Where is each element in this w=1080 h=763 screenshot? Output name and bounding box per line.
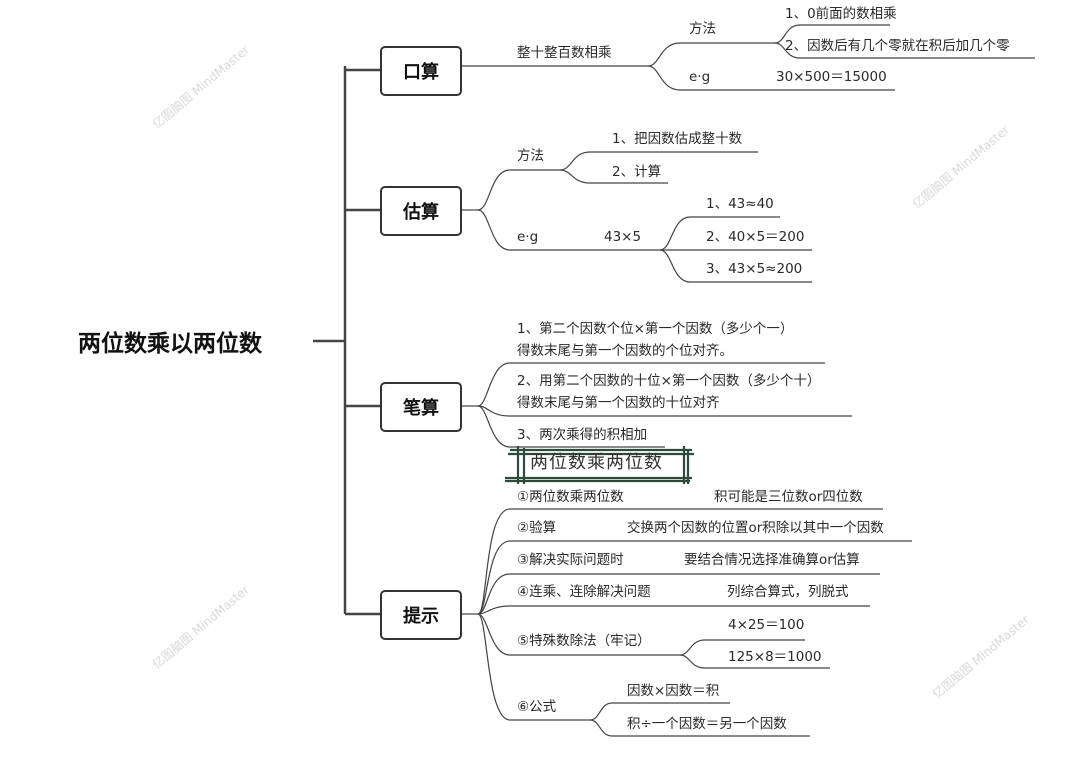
branch-bisuan: 笔算 xyxy=(380,382,462,432)
node-leaf: 1、第二个因数个位×第一个因数（多少个一） xyxy=(517,321,794,337)
node-leaf: 列综合算式，列脱式 xyxy=(727,584,849,600)
node-leaf: ③解决实际问题时 xyxy=(517,552,624,568)
node-leaf: 要结合情况选择准确算or估算 xyxy=(684,552,860,568)
root-topic: 两位数乘以两位数 xyxy=(78,331,262,357)
node-leaf: 得数末尾与第一个因数的个位对齐。 xyxy=(517,343,733,359)
node-leaf: 得数末尾与第一个因数的十位对齐 xyxy=(517,395,720,411)
branch-tishi: 提示 xyxy=(380,590,462,640)
node-leaf: 30×500＝15000 xyxy=(776,69,887,85)
node-method: 方法 xyxy=(517,148,544,164)
node-leaf: 1、0前面的数相乘 xyxy=(785,6,897,22)
node-leaf: ②验算 xyxy=(517,520,557,536)
node-eg-expr: 43×5 xyxy=(604,229,642,245)
node-leaf: 3、两次乘得的积相加 xyxy=(517,427,648,443)
handwritten-annotation: 两位数乘两位数 xyxy=(530,452,663,473)
node-leaf: ⑤特殊数除法（牢记） xyxy=(517,633,651,649)
node-leaf: 125×8＝1000 xyxy=(728,649,822,665)
node-leaf: 3、43×5≈200 xyxy=(706,261,803,277)
node-leaf: 积÷一个因数＝另一个因数 xyxy=(627,716,787,732)
node-topic: 整十整百数相乘 xyxy=(517,45,612,61)
node-eg: e·g xyxy=(517,229,539,245)
node-eg: e·g xyxy=(689,69,711,85)
node-leaf: 1、43≈40 xyxy=(706,196,774,212)
node-leaf: ①两位数乘两位数 xyxy=(517,489,624,505)
node-leaf: ④连乘、连除解决问题 xyxy=(517,584,651,600)
node-leaf: 2、计算 xyxy=(612,164,662,180)
node-leaf: 2、用第二个因数的十位×第一个因数（多少个十） xyxy=(517,373,821,389)
node-leaf: 2、40×5＝200 xyxy=(706,229,805,245)
node-leaf: 交换两个因数的位置or积除以其中一个因数 xyxy=(627,520,884,536)
node-leaf: 4×25＝100 xyxy=(728,617,805,633)
branch-kousuan: 口算 xyxy=(380,46,462,96)
node-leaf: ⑥公式 xyxy=(517,699,557,715)
node-leaf: 1、把因数估成整十数 xyxy=(612,131,743,147)
node-leaf: 因数×因数＝积 xyxy=(627,683,720,699)
node-method: 方法 xyxy=(689,21,716,37)
node-leaf: 积可能是三位数or四位数 xyxy=(714,489,863,505)
branch-gusuan: 估算 xyxy=(380,186,462,236)
node-leaf: 2、因数后有几个零就在积后加几个零 xyxy=(785,38,1010,54)
